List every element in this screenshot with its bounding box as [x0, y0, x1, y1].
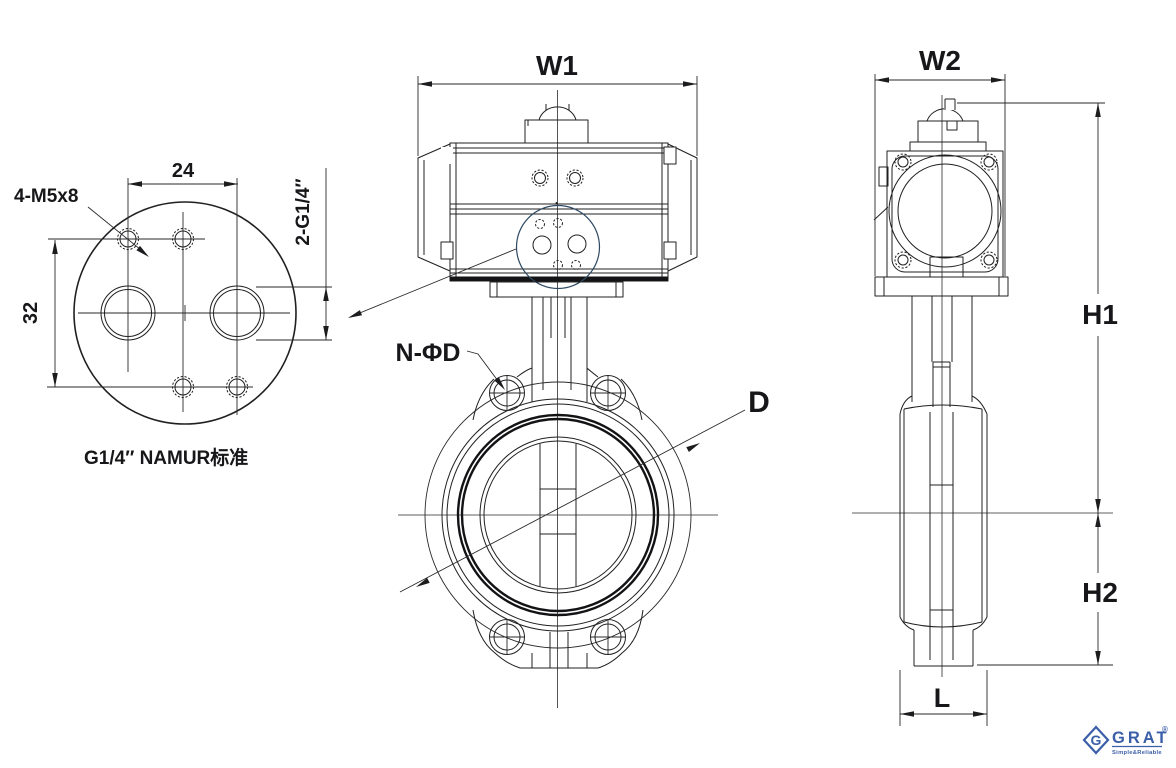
flange-outline-circle [73, 201, 297, 425]
lug-holes [489, 375, 626, 655]
dim-32: 32 [20, 240, 58, 387]
dim-h1-label: H1 [1082, 299, 1118, 330]
flange-detail-view: 24 32 2-G1/4″ 4-M5x8 G1/4″ NAMUR标准 [14, 160, 332, 469]
dim-l: L [899, 670, 988, 726]
end-cap-face [891, 155, 999, 273]
dim-w2: W2 [874, 45, 1006, 276]
actuator-front [348, 104, 698, 318]
lug-tabs [472, 367, 644, 669]
seat-ring-outer [456, 413, 660, 617]
dim-h2-label: H2 [1082, 577, 1118, 608]
dim-d: D [399, 386, 770, 593]
position-indicator-dome [538, 106, 577, 121]
dim-w1-label: W1 [536, 50, 578, 81]
dim-d-label: D [748, 386, 770, 419]
logo-diamond-icon [1082, 725, 1110, 755]
disc-circle [483, 440, 633, 590]
dim-24: 24 [128, 160, 238, 187]
flange-od-circle [424, 381, 692, 649]
mounting-bracket [489, 281, 624, 402]
actuator-side [873, 97, 1009, 407]
detail-leader [348, 248, 517, 318]
flange-centerlines [47, 178, 290, 415]
g14-port-holes [100, 285, 265, 341]
lug-hole-label: N-ΦD [396, 339, 461, 367]
logo-brand-text: GRAT [1112, 729, 1170, 747]
actuator-base-band [450, 276, 668, 281]
bore-circle [479, 436, 637, 594]
indicator-dome-side [926, 108, 964, 122]
valve-body-front [424, 367, 692, 669]
neck-side [911, 296, 973, 402]
top-boss [524, 119, 589, 143]
stem-side-lines [929, 412, 954, 660]
side-view: W2 H1 H2 L [852, 45, 1118, 726]
side-port-tab [878, 166, 889, 187]
lug-hole-callout: N-ΦD [396, 339, 505, 390]
valve-body-side [899, 395, 988, 667]
screw-callout-label: 4-M5x8 [14, 186, 78, 207]
front-view: D N-ΦD W1 [348, 50, 770, 708]
dim-h2: H2 [977, 513, 1118, 666]
logo-tagline: Simple&Reliable [1112, 750, 1162, 756]
dim-port-2g14: 2-G1/4″ [256, 168, 332, 341]
flange-detail-caption: G1/4″ NAMUR标准 [84, 447, 248, 469]
dim-l-label: L [934, 683, 951, 713]
screw-callout: 4-M5x8 [14, 186, 149, 257]
dim-w1: W1 [417, 50, 698, 156]
logo-monogram: G [1091, 732, 1102, 748]
port-callout-label: 2-G1/4″ [293, 178, 314, 245]
grat-logo: G GRAT ® Simple&Reliable [1082, 725, 1170, 756]
air-ports [531, 169, 584, 204]
namur-detail-circle [515, 204, 601, 290]
m5-screw-holes [117, 228, 248, 398]
end-cap-bolts [894, 153, 998, 269]
seat-ring-inner [460, 417, 656, 613]
dim-h1: H1 [957, 102, 1118, 513]
tie-rod-tabs [440, 146, 677, 260]
actuator-flange-plate [874, 276, 1009, 297]
logo-registered-mark: ® [1162, 725, 1168, 734]
stem-lines [539, 444, 577, 586]
top-cap [917, 120, 979, 143]
right-end-cap [667, 143, 698, 272]
dim-32-label: 32 [20, 302, 42, 324]
dim-24-label: 24 [172, 160, 195, 182]
left-end-cap [417, 143, 451, 272]
dim-w2-label: W2 [919, 45, 961, 76]
